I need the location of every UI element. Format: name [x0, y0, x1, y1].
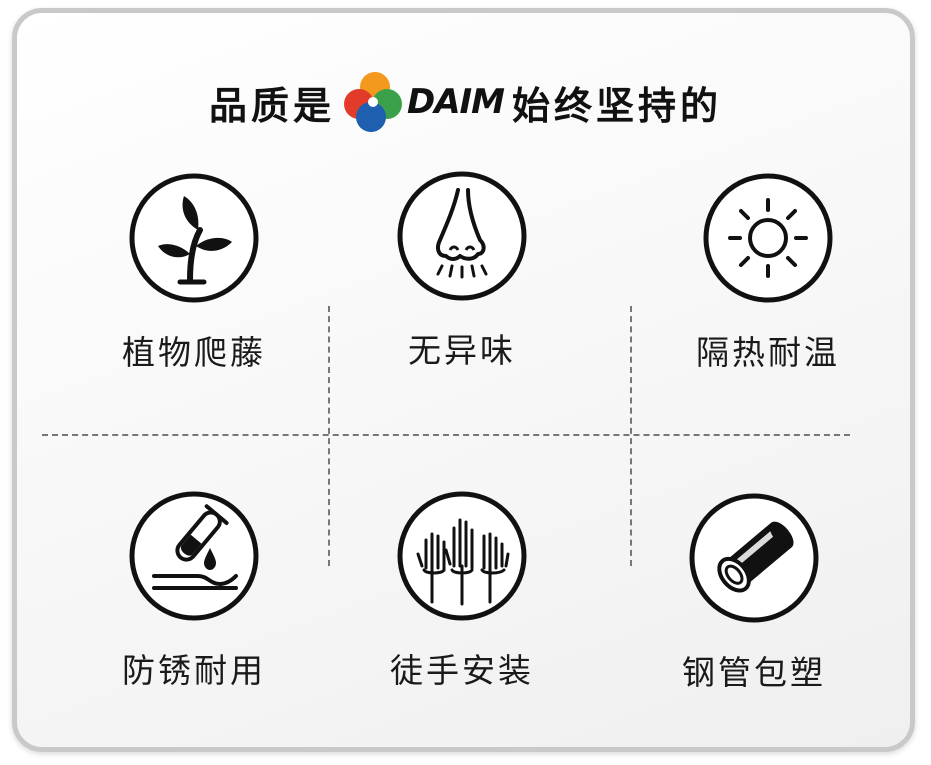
vertical-divider-right: [630, 306, 632, 566]
brand-logo: DAIM: [343, 71, 505, 133]
steel-pipe-icon: [689, 493, 819, 623]
headline: 品质是 DAIM 始终坚持的: [0, 70, 931, 134]
test-tube-drop-icon: [129, 491, 259, 621]
feature-odorless: 无异味: [352, 170, 572, 372]
feature-label: 徒手安装: [390, 651, 534, 690]
feature-label: 隔热耐温: [696, 333, 840, 372]
feature-label: 钢管包塑: [682, 653, 826, 692]
feature-plant-climbing: 植物爬藤: [84, 172, 304, 374]
feature-heat-resistant: 隔热耐温: [658, 172, 878, 374]
headline-prefix: 品质是: [208, 83, 335, 128]
headline-suffix: 始终坚持的: [512, 83, 723, 128]
sun-icon: [703, 173, 833, 303]
feature-plastic-coated-steel: 钢管包塑: [644, 492, 864, 694]
horizontal-divider: [42, 434, 850, 436]
feature-easy-install: 徒手安装: [352, 490, 572, 692]
feature-card: [12, 8, 915, 752]
brand-name: DAIM: [406, 82, 505, 122]
feature-label: 植物爬藤: [122, 333, 266, 372]
feature-rust-proof: 防锈耐用: [84, 490, 304, 692]
hands-icon: [397, 491, 527, 621]
vertical-divider-left: [328, 306, 330, 566]
feature-label: 无异味: [408, 331, 516, 370]
daim-logo-icon: [343, 72, 402, 132]
plant-sprout-icon: [129, 173, 259, 303]
feature-label: 防锈耐用: [122, 651, 266, 690]
nose-icon: [397, 171, 527, 301]
